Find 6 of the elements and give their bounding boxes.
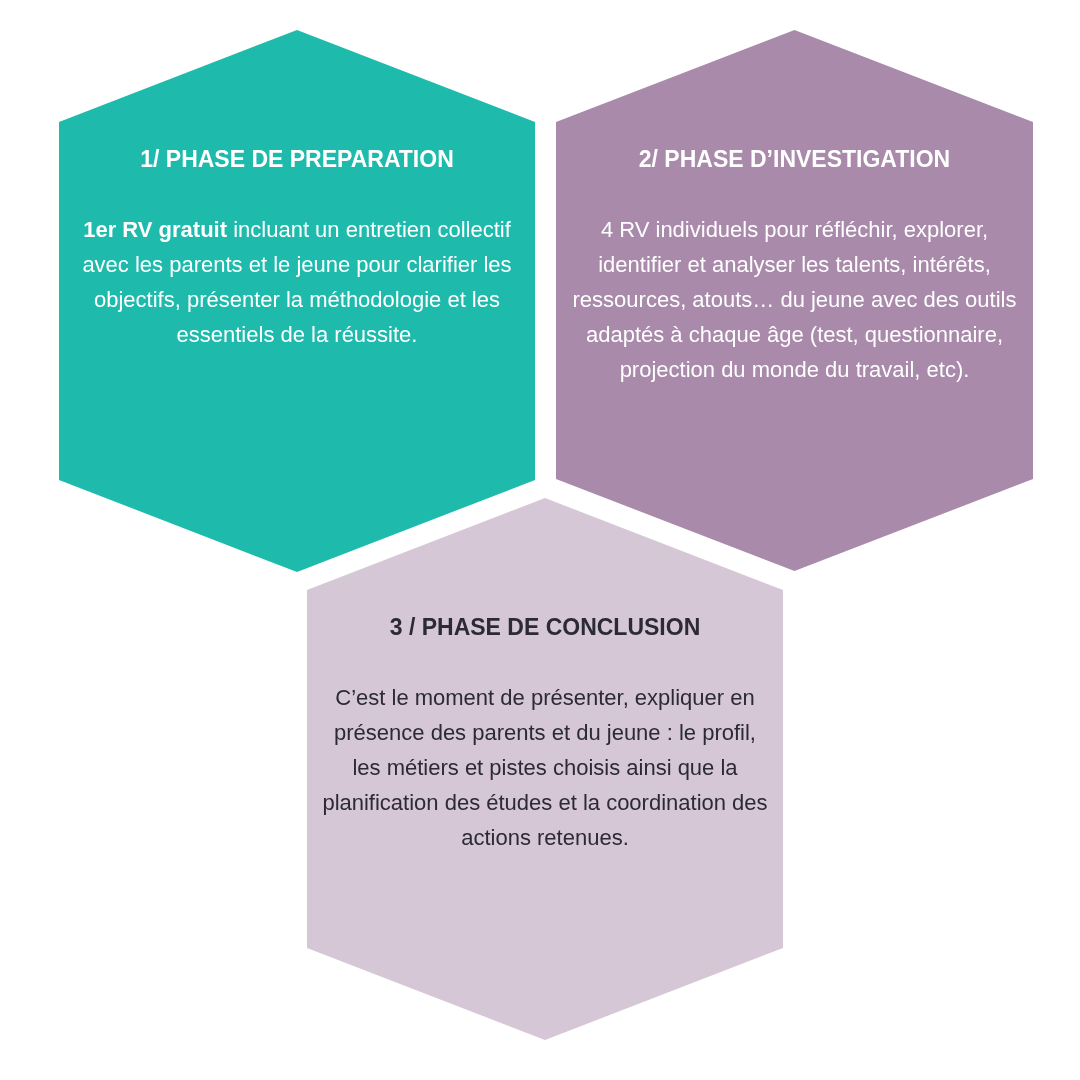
- phase-heading: 2/ PHASE D’INVESTIGATION: [638, 145, 951, 174]
- phase-description: 4 RV individuels pour réfléchir, explorer, identifier et analyser les talents, intérêts, ressources, atouts… du jeune avec des outils adaptés à chaque âge (test, questionnaire, projection du monde du travail, etc).: [571, 216, 1018, 384]
- phase-description: C’est le moment de présenter, expliquer en présence des parents et du jeune : le profil, les métiers et pistes choisis ainsi que la planification des études et la coordination des actions retenues.: [321, 684, 769, 852]
- phase-heading: 3 / PHASE DE CONCLUSION: [389, 613, 701, 642]
- phase-heading: 1/ PHASE DE PREPARATION: [140, 145, 454, 174]
- phase-description: 1er RV gratuit incluant un entretien collectif avec les parents et le jeune pour clarifier les objectifs, présenter la méthodologie et les essentiels de la réussite.: [81, 216, 513, 349]
